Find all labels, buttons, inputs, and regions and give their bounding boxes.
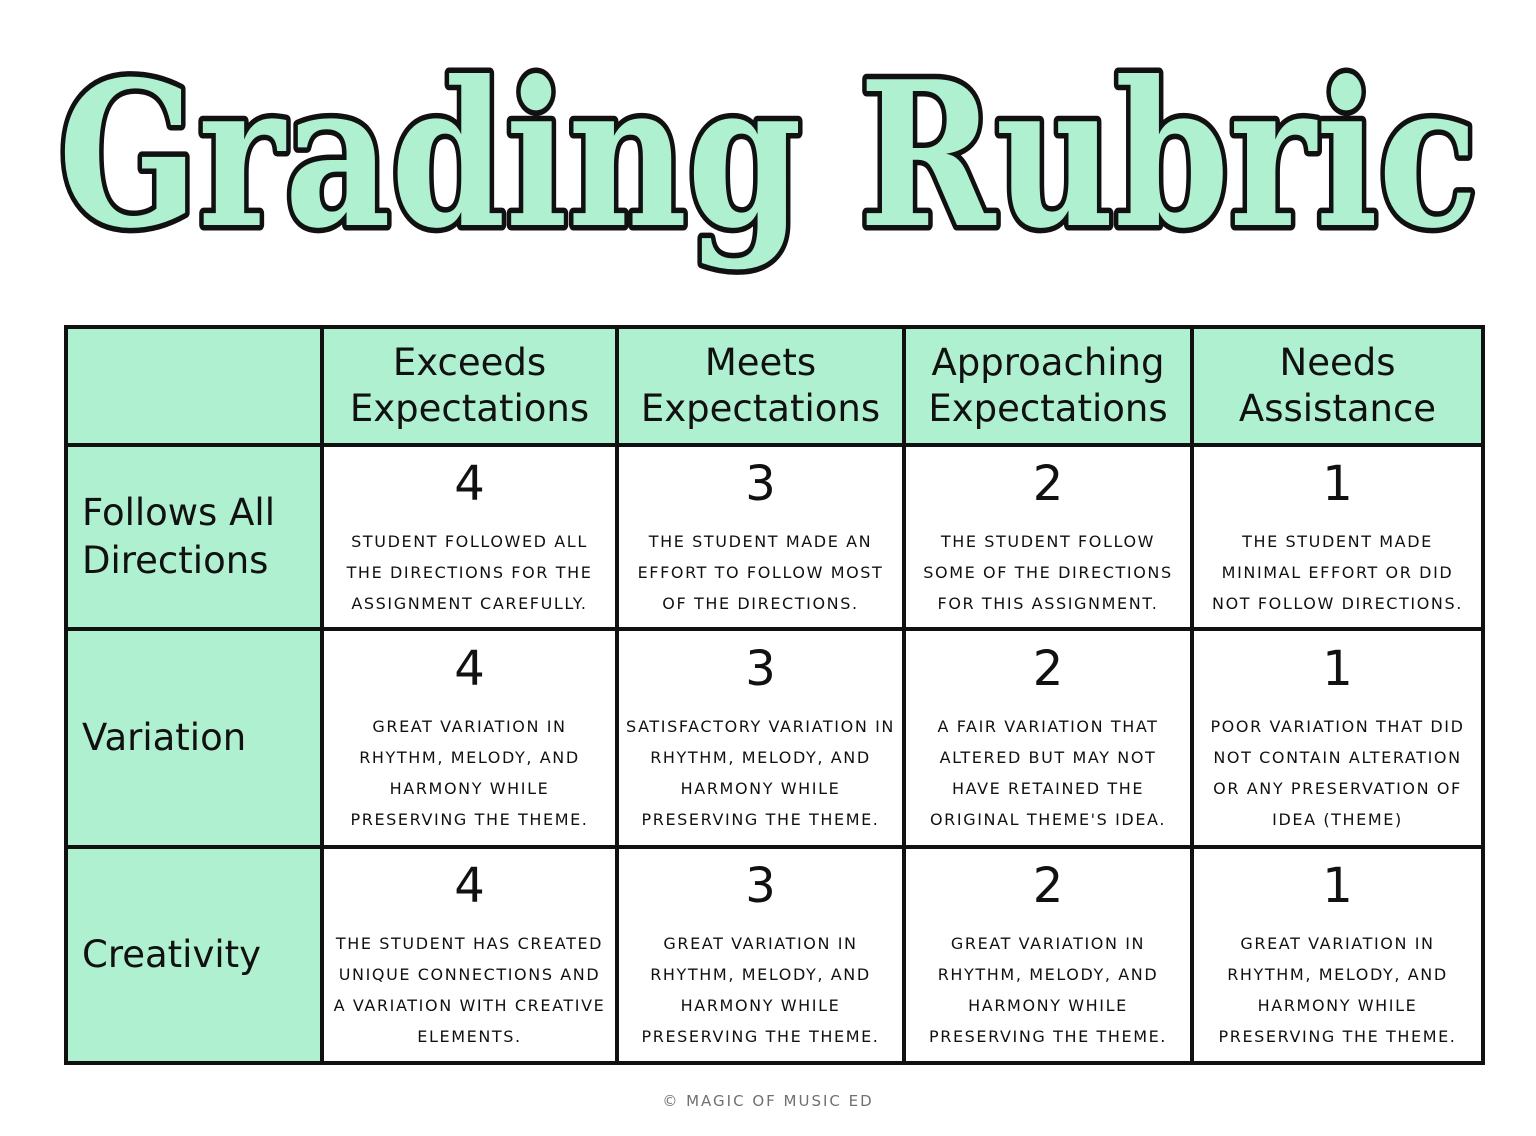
row-label-follows-all-directions: Follows All Directions (64, 443, 324, 631)
rubric-cell: 1 Poor variation that did not contain al… (1190, 627, 1485, 849)
score-value: 4 (454, 455, 485, 512)
score-value: 2 (1032, 858, 1064, 914)
rubric-cell: 1 The student made minimal effort or did… (1190, 443, 1485, 631)
title-graphic: Grading Rubric (53, 33, 1484, 279)
title-text: Grading Rubric (58, 38, 1478, 273)
rubric-cell: 2 The student follow some of the directi… (902, 443, 1194, 631)
table-row: Variation 4 Great variation in rhythm, m… (64, 627, 1485, 849)
score-value: 3 (745, 641, 776, 697)
header-corner-cell (64, 325, 324, 447)
copyright-footer: © MAGIC OF MUSIC ED (662, 1092, 874, 1110)
rubric-cell: 4 Great variation in rhythm, melody, and… (320, 627, 619, 849)
cell-description: Great variation in rhythm, melody, and h… (350, 717, 589, 829)
rubric-cell: 1 Great variation in rhythm, melody, and… (1190, 845, 1485, 1065)
score-value: 4 (454, 858, 485, 914)
rubric-cell: 3 The student made an effort to follow m… (615, 443, 906, 631)
cell-description: A fair variation that altered but may no… (929, 717, 1167, 829)
cell-description: Satisfactory variation in rhythm, melody… (626, 717, 895, 829)
cell-description: The student made an effort to follow mos… (637, 531, 884, 613)
header-needs-assistance: Needs Assistance (1190, 325, 1485, 447)
cell-description: The student has created unique connectio… (333, 934, 606, 1046)
score-value: 3 (745, 858, 776, 914)
header-approaching-expectations: Approaching Expectations (902, 325, 1194, 447)
header-meets-expectations: Meets Expectations (615, 325, 906, 447)
cell-description: Student followed all the directions for … (346, 531, 593, 613)
rubric-cell: 4 Student followed all the directions fo… (320, 443, 619, 631)
cell-description: Great variation in rhythm, melody, and h… (1218, 934, 1457, 1046)
score-value: 1 (1322, 858, 1353, 914)
cell-description: Poor variation that did not contain alte… (1210, 717, 1465, 829)
row-label-variation: Variation (64, 627, 324, 849)
cell-description: Great variation in rhythm, melody, and h… (928, 934, 1167, 1046)
header-exceeds-expectations: Exceeds Expectations (320, 325, 619, 447)
score-value: 1 (1322, 641, 1353, 697)
cell-description: Great variation in rhythm, melody, and h… (641, 934, 880, 1046)
score-value: 3 (745, 455, 776, 512)
rubric-cell: 2 A fair variation that altered but may … (902, 627, 1194, 849)
table-row: Follows All Directions 4 Student followe… (64, 443, 1485, 631)
score-value: 4 (454, 641, 485, 697)
table-row: Creativity 4 The student has created uni… (64, 845, 1485, 1065)
rubric-cell: 4 The student has created unique connect… (320, 845, 619, 1065)
rubric-cell: 3 Satisfactory variation in rhythm, melo… (615, 627, 906, 849)
rubric-cell: 2 Great variation in rhythm, melody, and… (902, 845, 1194, 1065)
score-value: 2 (1032, 455, 1064, 512)
score-value: 1 (1322, 455, 1353, 512)
rubric-cell: 3 Great variation in rhythm, melody, and… (615, 845, 906, 1065)
rubric-table: Exceeds Expectations Meets Expectations … (64, 325, 1485, 1065)
cell-description: The student made minimal effort or did n… (1212, 531, 1463, 613)
score-value: 2 (1032, 641, 1064, 697)
cell-description: The student follow some of the direction… (923, 531, 1173, 613)
page-title: Grading Rubric (0, 30, 1536, 310)
header-row: Exceeds Expectations Meets Expectations … (64, 325, 1485, 447)
row-label-creativity: Creativity (64, 845, 324, 1065)
